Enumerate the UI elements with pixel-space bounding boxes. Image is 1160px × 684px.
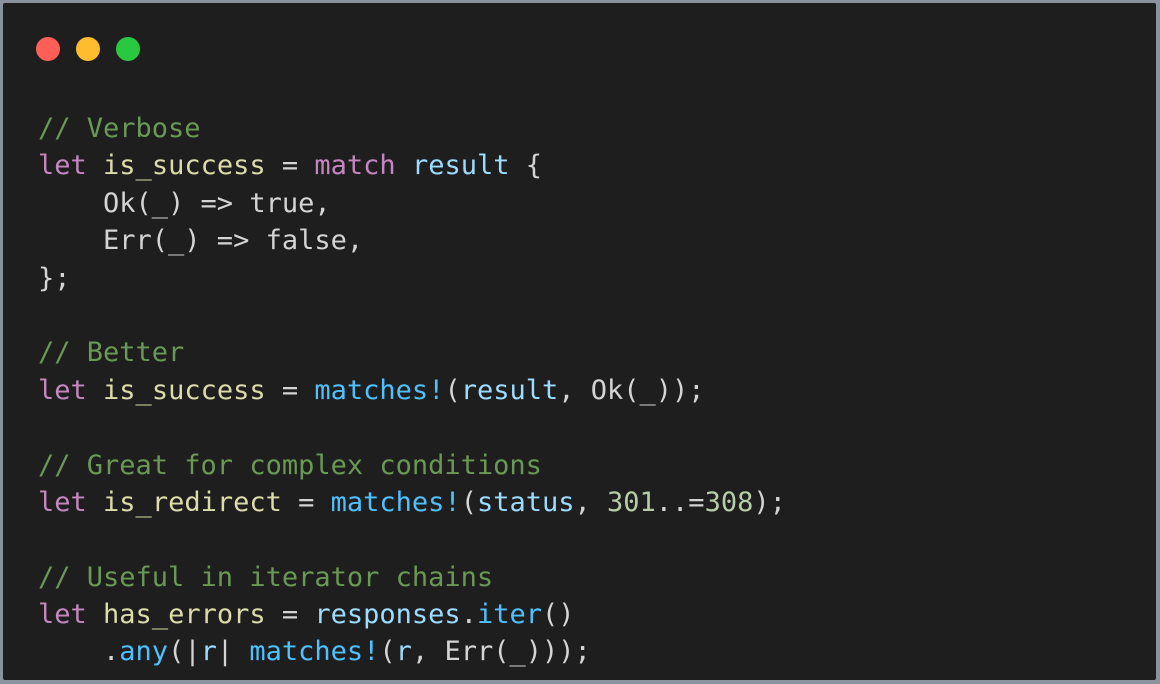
code-token-ident: is_success <box>103 374 266 406</box>
code-line: // Verbose <box>38 110 786 147</box>
code-token-func: any <box>119 636 169 668</box>
code-token-plain: , <box>574 486 608 518</box>
code-token-plain: , Ok(_)); <box>558 374 705 406</box>
code-token-plain: ); <box>753 486 786 518</box>
code-token-plain: , Err(_))); <box>411 636 591 668</box>
code-token-var: result <box>460 374 559 406</box>
code-token-var: responses <box>314 599 461 631</box>
code-token-keyword: let <box>38 486 87 518</box>
code-token-plain: = <box>265 599 315 631</box>
code-token-keyword: let <box>38 150 87 182</box>
maximize-dot-icon[interactable] <box>116 37 140 61</box>
close-dot-icon[interactable] <box>36 37 60 61</box>
code-line: .any(|r| matches!(r, Err(_))); <box>38 633 786 670</box>
code-token-plain: = <box>265 374 315 406</box>
code-token-plain <box>87 150 103 181</box>
code-line: // Great for complex conditions <box>38 447 786 484</box>
code-line: let has_errors = responses.iter() <box>38 596 786 633</box>
code-token-comment: // Great for complex conditions <box>38 449 542 481</box>
code-token-keyword: match <box>314 150 396 182</box>
code-token-num: 308 <box>704 486 754 518</box>
code-token-plain: Ok(_) => true, <box>38 187 331 219</box>
code-line: Err(_) => false, <box>38 222 786 259</box>
code-token-plain: . <box>460 599 477 631</box>
code-line <box>38 521 786 558</box>
code-token-plain: () <box>542 599 575 631</box>
code-token-plain: (| <box>168 636 201 668</box>
code-token-plain: }; <box>38 262 71 294</box>
code-token-plain <box>87 487 103 518</box>
code-token-plain: . <box>38 636 120 668</box>
code-token-func: matches! <box>314 374 445 406</box>
code-line: }; <box>38 260 786 297</box>
code-token-num: 301 <box>607 486 656 518</box>
code-line: let is_success = matches!(result, Ok(_))… <box>38 372 786 409</box>
code-line: // Useful in iterator chains <box>38 559 786 596</box>
code-token-plain: ( <box>379 636 396 668</box>
code-token-comment: // Verbose <box>38 113 201 144</box>
code-token-func: iter <box>476 599 542 631</box>
minimize-dot-icon[interactable] <box>76 37 100 61</box>
code-token-func: matches! <box>330 486 461 518</box>
code-token-keyword: let <box>38 599 87 631</box>
code-token-var: r <box>200 636 217 668</box>
code-token-func: matches! <box>249 636 380 668</box>
code-token-comment: // Useful in iterator chains <box>38 561 494 593</box>
code-line: let is_redirect = matches!(status, 301..… <box>38 484 786 521</box>
code-token-var: r <box>395 636 412 668</box>
code-token-ident: is_success <box>103 150 266 182</box>
code-token-plain: = <box>265 150 315 182</box>
code-token-plain: ( <box>460 486 477 518</box>
code-token-plain: Err(_) => false, <box>38 225 364 257</box>
code-token-keyword: let <box>38 374 87 406</box>
code-token-var: result <box>411 150 510 182</box>
code-line: Ok(_) => true, <box>38 185 786 222</box>
code-token-comment: // Better <box>38 337 185 369</box>
code-token-plain: ( <box>444 374 461 406</box>
code-token-ident: has_errors <box>103 599 266 631</box>
code-line: let is_success = match result { <box>38 147 786 184</box>
code-line <box>38 297 786 334</box>
code-line: // Better <box>38 334 786 371</box>
code-token-plain <box>396 150 412 181</box>
code-token-plain: ..= <box>655 486 705 518</box>
code-line <box>38 409 786 446</box>
code-token-plain: | <box>216 636 250 668</box>
code-token-plain: = <box>281 486 331 518</box>
code-token-var: status <box>476 486 575 518</box>
code-token-ident: is_redirect <box>103 486 282 518</box>
code-token-plain <box>87 599 103 630</box>
code-token-plain: { <box>509 150 542 182</box>
code-token-plain <box>87 375 103 406</box>
